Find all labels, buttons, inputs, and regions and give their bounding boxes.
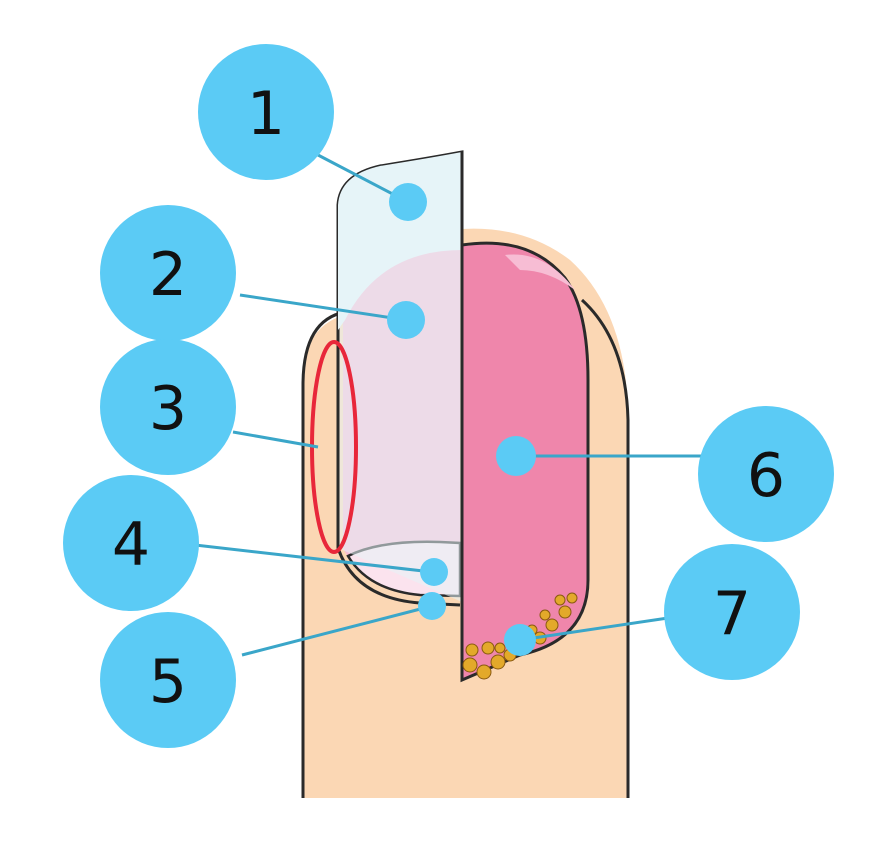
callout-1-label: 1 xyxy=(247,79,285,149)
dot-2 xyxy=(387,301,425,339)
callout-6-label: 6 xyxy=(747,441,785,511)
callout-4-label: 4 xyxy=(112,510,150,580)
callout-4: 4 xyxy=(63,475,199,611)
callout-7: 7 xyxy=(664,544,800,680)
finger-outline-left xyxy=(301,310,346,798)
leader-lines xyxy=(194,153,702,657)
callout-5: 5 xyxy=(100,612,236,748)
dot-5 xyxy=(418,592,446,620)
callout-3: 3 xyxy=(100,339,236,475)
finger-outline-right xyxy=(580,298,630,798)
callout-7-label: 7 xyxy=(713,579,751,649)
dot-6 xyxy=(496,436,536,476)
dot-7 xyxy=(504,624,536,656)
nail-bed-dark-highlight xyxy=(505,254,575,290)
callout-1: 1 xyxy=(198,44,334,180)
dot-1 xyxy=(389,183,427,221)
nail-plate-top-band xyxy=(338,152,462,330)
callout-2: 2 xyxy=(100,205,236,341)
callout-6: 6 xyxy=(698,406,834,542)
callout-2-label: 2 xyxy=(149,240,187,310)
target-dots xyxy=(387,183,536,656)
dot-4 xyxy=(420,558,448,586)
callout-3-label: 3 xyxy=(149,374,187,444)
callout-5-label: 5 xyxy=(149,647,187,717)
